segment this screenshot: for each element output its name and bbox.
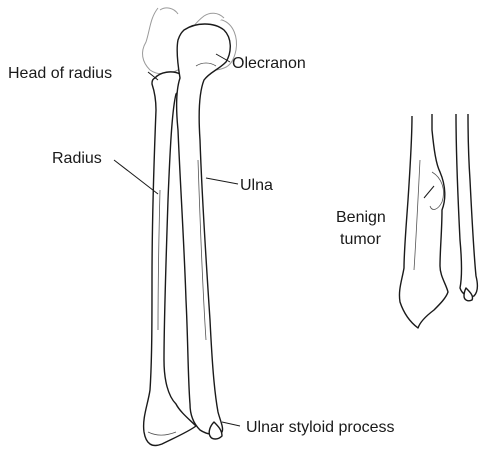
label-ulnar-styloid-process: Ulnar styloid process (246, 419, 395, 436)
leader-ulna (206, 178, 238, 184)
label-ulna: Ulna (240, 177, 273, 194)
tumor-inset-illustration: Benign tumor (336, 114, 477, 328)
inset-radius-bone (399, 114, 448, 328)
label-olecranon: Olecranon (232, 55, 306, 72)
ulna-bone (177, 24, 231, 439)
label-benign-tumor-line2: tumor (340, 231, 382, 248)
main-forearm-illustration: Head of radius Olecranon Radius Ulna Uln… (8, 8, 395, 446)
leader-ulnar-styloid (222, 422, 240, 426)
label-benign-tumor-line1: Benign (336, 209, 386, 226)
label-radius: Radius (52, 150, 102, 167)
inset-ulna-bone (456, 114, 477, 301)
label-head-of-radius: Head of radius (8, 65, 112, 82)
leader-radius (114, 160, 158, 194)
